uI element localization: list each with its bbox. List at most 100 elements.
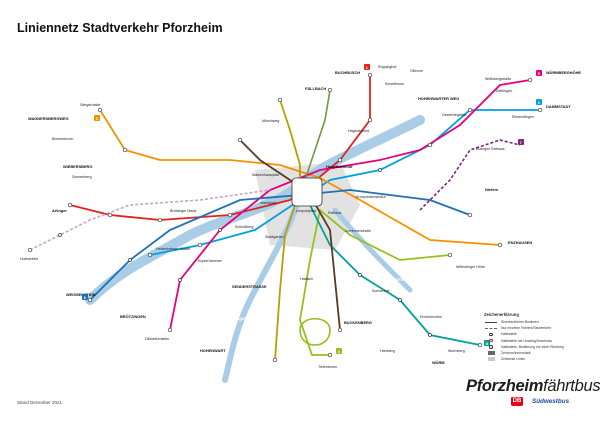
line-12[interactable] <box>304 89 331 181</box>
stop-label: WEISSENSTEIN <box>66 292 96 297</box>
stop-label: Rathaus <box>328 211 342 215</box>
stop-label: Hamberg <box>380 349 395 353</box>
stop-label: Ölbronn <box>410 69 423 73</box>
river-label-nagold: Nagold <box>234 316 249 321</box>
stop-marker[interactable] <box>467 212 473 218</box>
stop-marker[interactable] <box>367 117 373 123</box>
stop-marker[interactable] <box>87 297 93 303</box>
stop-label: Sonnenberg <box>72 175 92 179</box>
stop-marker[interactable] <box>427 142 433 148</box>
stand-date: Stand Dezember 2021 <box>17 400 63 405</box>
line-badge-7-text: 7 <box>520 141 522 145</box>
river-enz <box>85 115 425 305</box>
stop-marker[interactable] <box>218 228 222 232</box>
stop-label: Hauptbahnhof <box>326 164 353 169</box>
line-8[interactable] <box>309 204 481 346</box>
stop-marker[interactable] <box>128 258 132 262</box>
legend-oneway-symbol <box>484 345 498 349</box>
legend-item: Nur einzelne Fahrten/Taktverkehr <box>484 325 588 331</box>
stop-marker[interactable] <box>447 252 453 258</box>
stop-label: DAMMSTADT <box>546 104 571 109</box>
page-title: Liniennetz Stadtverkehr Pforzheim <box>17 21 223 35</box>
line-1[interactable] <box>69 75 371 221</box>
line-11[interactable] <box>29 189 271 251</box>
stop-marker[interactable] <box>277 97 283 103</box>
stop-label: Schloßberg <box>235 225 253 229</box>
stop-marker[interactable] <box>497 242 503 248</box>
stop-marker[interactable] <box>178 278 182 282</box>
stop-label: Marktplatz <box>260 201 277 205</box>
line-5[interactable] <box>169 79 531 331</box>
legend-item: Haltestelle mit Umstieg/Anschluss <box>484 338 588 344</box>
line-badge-2[interactable] <box>536 99 542 105</box>
line-badge-1[interactable] <box>364 64 370 70</box>
legend-item: Haltestelle <box>484 331 588 337</box>
line-badge-4-text: 4 <box>338 350 341 354</box>
line-badge-4[interactable] <box>336 348 342 354</box>
stop-label: WÜRM <box>432 360 445 365</box>
legend-line-symbol <box>484 320 498 324</box>
stop-label: Sonnenhof <box>372 289 389 293</box>
central-hub[interactable] <box>291 177 323 207</box>
stop-marker[interactable] <box>197 242 203 248</box>
line-badge-8[interactable] <box>484 340 490 346</box>
stop-label: Dietlingen <box>496 89 512 93</box>
stop-label: Leopoldplatz <box>296 209 317 213</box>
stop-marker[interactable] <box>237 137 243 143</box>
stop-label: BRÖTZINGEN <box>120 314 146 319</box>
line-badge-5[interactable] <box>536 70 542 76</box>
stop-marker[interactable] <box>327 352 333 358</box>
stop-label: WÜRMBERGHÖHE <box>546 70 581 75</box>
stop-label: BUCHBUSCH <box>335 70 360 75</box>
stop-marker[interactable] <box>337 327 343 333</box>
stop-label: Stadtgarten <box>265 235 284 239</box>
stop-marker[interactable] <box>428 333 432 337</box>
stop-label: Eichhörnchen <box>420 315 442 319</box>
stop-marker[interactable] <box>167 327 173 333</box>
legend: Zeichenerklärung Streckenführen Buslinie… <box>484 312 588 372</box>
stop-marker[interactable] <box>537 107 543 113</box>
stop-marker[interactable] <box>337 157 343 163</box>
stop-markers[interactable] <box>27 72 543 363</box>
stop-label: Heidenheimer Straße <box>156 247 190 251</box>
stop-marker[interactable] <box>467 107 473 113</box>
stop-marker[interactable] <box>67 202 73 208</box>
stop-marker[interactable] <box>398 298 402 302</box>
stop-label: Ruppinghof <box>378 65 396 69</box>
stop-marker[interactable] <box>27 247 33 253</box>
stop-marker[interactable] <box>378 168 382 172</box>
legend-stop-symbol <box>484 332 498 337</box>
stop-marker[interactable] <box>477 342 483 348</box>
line-badge-7[interactable] <box>518 139 524 145</box>
stop-marker[interactable] <box>147 252 153 258</box>
stop-label: Sängerhalde <box>80 103 100 107</box>
stop-label: WIEBERSBERG <box>63 164 92 169</box>
line-6[interactable] <box>89 189 471 301</box>
stop-label: Tiefenbronn <box>318 365 337 369</box>
stop-marker[interactable] <box>157 217 163 223</box>
line-badges[interactable]: 1 2 3 4 5 6 7 8 <box>82 64 542 354</box>
stop-marker[interactable] <box>227 212 233 218</box>
stop-label: ENZHAUSEN <box>508 240 532 245</box>
stop-marker[interactable] <box>367 72 373 78</box>
line-4[interactable] <box>299 208 451 356</box>
line-7[interactable] <box>419 139 521 211</box>
stop-label: Hagenschieß <box>348 129 370 133</box>
stop-marker[interactable] <box>358 273 362 277</box>
stop-marker[interactable] <box>58 233 62 237</box>
line-badge-6[interactable] <box>82 294 88 300</box>
line-badge-3[interactable] <box>94 115 100 121</box>
stop-marker[interactable] <box>107 212 113 218</box>
stop-marker[interactable] <box>97 107 103 113</box>
line-2[interactable] <box>149 109 540 256</box>
stop-marker[interactable] <box>527 77 533 83</box>
river-label-enz: Enz <box>478 127 486 132</box>
stop-label: Kronprinzenstraße <box>356 195 386 199</box>
line-3[interactable] <box>99 109 501 246</box>
line-loop-south[interactable] <box>299 317 331 346</box>
stop-label: BUCKENBERG <box>344 320 372 325</box>
stop-marker[interactable] <box>272 357 278 363</box>
stop-marker[interactable] <box>327 87 333 93</box>
stop-marker[interactable] <box>122 147 128 153</box>
